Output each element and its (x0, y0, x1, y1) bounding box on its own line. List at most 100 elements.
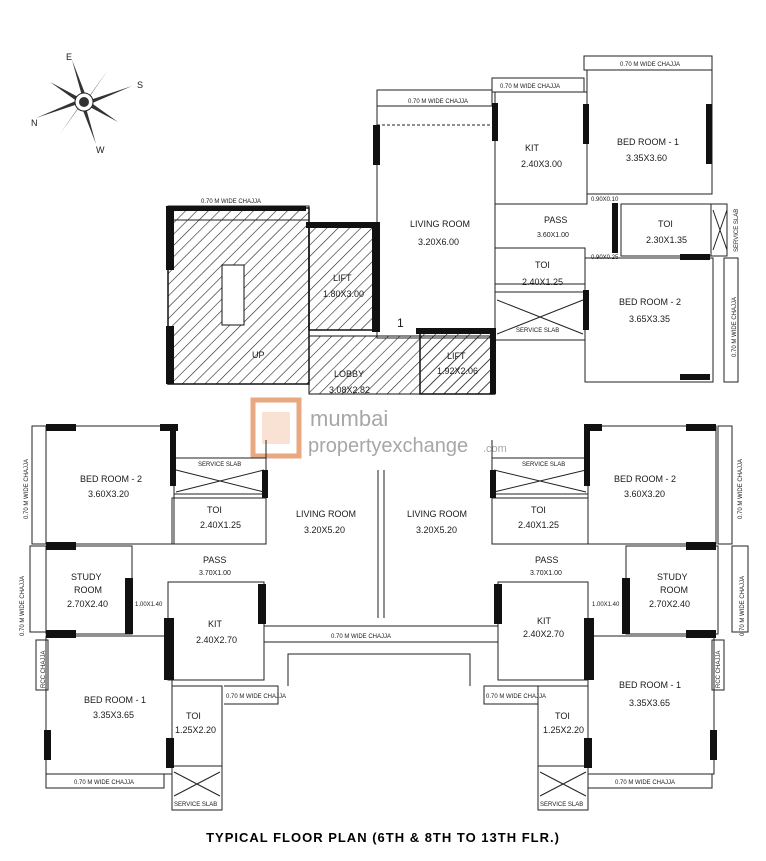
chajja-right-study (731, 545, 749, 633)
watermark-line3: .com (483, 443, 507, 455)
rcc-chajja-label: RCC CHAJJA (716, 651, 722, 688)
chajja-left-bed2 (31, 425, 47, 545)
service-slab-label: SERVICE SLAB (516, 328, 559, 334)
bed2-dims: 3.60X3.20 (624, 489, 665, 499)
toi1-name: TOI (207, 505, 222, 515)
service-slab-label: SERVICE SLAB (522, 462, 565, 468)
living-dims: 3.20X5.20 (416, 525, 457, 535)
pass-name: PASS (535, 555, 558, 565)
toi-a-dims: 2.30X1.35 (646, 235, 687, 245)
study-line1: STUDY (71, 572, 102, 582)
bed1-name: BED ROOM - 1 (84, 695, 146, 705)
right-flat: 0.70 M WIDE CHAJJA 0.70 M WIDE CHAJJA RC… (407, 424, 749, 811)
bed1-name: BED ROOM - 1 (617, 137, 679, 147)
bed1-dims: 3.35X3.60 (626, 153, 667, 163)
lift-b-name: LIFT (447, 351, 466, 361)
bed1-name: BED ROOM - 1 (619, 680, 681, 690)
living-name: LIVING ROOM (296, 509, 356, 519)
kit-name: KIT (537, 616, 552, 626)
toi2-name: TOI (186, 711, 201, 721)
chajja-left-study (29, 545, 47, 633)
lift-b (419, 331, 495, 395)
chajja-label: 0.70 M WIDE CHAJJA (732, 297, 738, 357)
study-dims: 2.70X2.40 (67, 599, 108, 609)
rcc-chajja-label: RCC CHAJJA (41, 651, 47, 688)
chajja-label: 0.70 M WIDE CHAJJA (331, 634, 391, 640)
bed2-dims: 3.65X3.35 (629, 314, 670, 324)
bed2-name: BED ROOM - 2 (80, 474, 142, 484)
living-dims: 3.20X6.00 (418, 237, 459, 247)
top-flat: 0.70 M WIDE CHAJJA 0.70 M WIDE CHAJJA 0.… (373, 55, 740, 383)
kit-dims: 2.40X3.00 (521, 159, 562, 169)
chajja-label: 0.70 M WIDE CHAJJA (408, 99, 468, 105)
stair-well (221, 264, 245, 326)
kit-name: KIT (525, 143, 540, 153)
watermark-line1: mumbai (310, 406, 388, 431)
service-slab-label: SERVICE SLAB (174, 802, 217, 808)
chajja-label: 0.70 M WIDE CHAJJA (740, 576, 746, 636)
chajja-right-bed2 (723, 257, 739, 383)
study-dims: 2.70X2.40 (649, 599, 690, 609)
core-block: 0.70 M WIDE CHAJJA UP LIFT 1.80X3.00 LOB… (166, 199, 496, 395)
toi1-dims: 2.40X1.25 (518, 520, 559, 530)
plan-title: TYPICAL FLOOR PLAN (6TH & 8TH TO 13TH FL… (206, 830, 560, 845)
watermark-line2: propertyexchange (308, 435, 468, 457)
toi2-name: TOI (555, 711, 570, 721)
door-dims-1: 0.90X0.10 (591, 197, 619, 203)
toi-a-name: TOI (658, 219, 673, 229)
bed1-dims: 3.35X3.65 (629, 698, 670, 708)
service-slab-label: SERVICE SLAB (198, 462, 241, 468)
opening-dims: 1.00X1.40 (592, 602, 620, 608)
compass-s: S (137, 80, 143, 90)
lobby-dims: 3.08X2.82 (329, 385, 370, 395)
door-dims-2: 0.90X0.25 (591, 255, 619, 261)
left-flat: 0.70 M WIDE CHAJJA 0.70 M WIDE CHAJJA RC… (20, 424, 379, 811)
lift-b-dims: 1.92X2.06 (437, 366, 478, 376)
chajja-label: 0.70 M WIDE CHAJJA (500, 84, 560, 90)
living-name: LIVING ROOM (407, 509, 467, 519)
compass-n: N (31, 118, 38, 128)
lift-a (308, 225, 378, 331)
toi2-dims: 1.25X2.20 (175, 725, 216, 735)
stair-up-label: UP (252, 350, 265, 360)
centre-bottom: 0.70 M WIDE CHAJJA 0.70 M WIDE CHAJJA 0.… (224, 470, 546, 705)
living-dims: 3.20X5.20 (304, 525, 345, 535)
compass-w: W (96, 145, 105, 155)
rcc-chajja-left (35, 639, 49, 691)
toi1-dims: 2.40X1.25 (200, 520, 241, 530)
study-line1: STUDY (657, 572, 688, 582)
bed1-dims: 3.35X3.65 (93, 710, 134, 720)
chajja-label: 0.70 M WIDE CHAJJA (486, 694, 546, 700)
toi2-dims: 1.25X2.20 (543, 725, 584, 735)
toi1-name: TOI (531, 505, 546, 515)
chajja-right-bed2 (717, 425, 733, 545)
study-line2: ROOM (74, 585, 102, 595)
bed2-name: BED ROOM - 2 (619, 297, 681, 307)
chajja-label: 0.70 M WIDE CHAJJA (74, 780, 134, 786)
rcc-chajja-right (711, 639, 725, 691)
chajja-label: 0.70 M WIDE CHAJJA (615, 780, 675, 786)
pass-name: PASS (203, 555, 226, 565)
chajja-label: 0.70 M WIDE CHAJJA (738, 459, 744, 519)
pass-dims: 3.60X1.00 (537, 232, 569, 239)
kit-dims: 2.40X2.70 (523, 629, 564, 639)
chajja-label: 0.70 M WIDE CHAJJA (24, 459, 30, 519)
chajja-label: 0.70 M WIDE CHAJJA (201, 199, 261, 205)
marker-1: 1 (397, 316, 404, 330)
lobby-name: LOBBY (334, 369, 364, 379)
living-name: LIVING ROOM (410, 219, 470, 229)
pass-dims: 3.70X1.00 (199, 570, 231, 577)
toi-b-dims: 2.40X1.25 (522, 277, 563, 287)
compass-rose: E S N W (31, 52, 143, 155)
toi-b-name: TOI (535, 260, 550, 270)
watermark: mumbai propertyexchange .com (250, 397, 507, 459)
bed2-dims: 3.60X3.20 (88, 489, 129, 499)
service-slab-label: SERVICE SLAB (734, 209, 740, 252)
kit-name: KIT (208, 619, 223, 629)
study-line2: ROOM (660, 585, 688, 595)
lift-a-dims: 1.80X3.00 (323, 289, 364, 299)
opening-dims: 1.00X1.40 (135, 602, 163, 608)
chajja-label: 0.70 M WIDE CHAJJA (20, 576, 26, 636)
chajja-label: 0.70 M WIDE CHAJJA (620, 62, 680, 68)
